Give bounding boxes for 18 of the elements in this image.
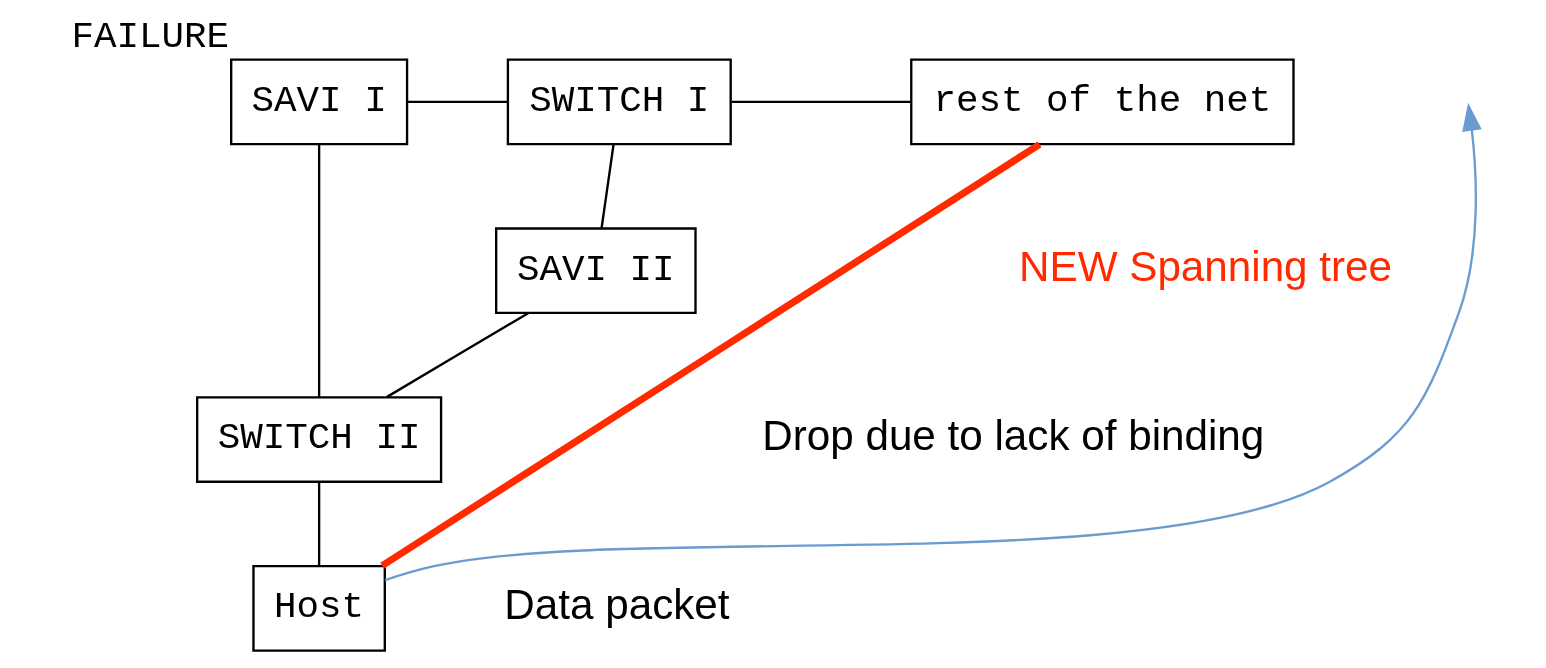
node-box: SWITCH I [506, 58, 732, 146]
connector [600, 144, 615, 229]
connector [317, 482, 321, 566]
label: NEW Spanning tree [1019, 243, 1393, 290]
label: Data packet [504, 580, 730, 628]
node-box: Host [252, 565, 386, 652]
connector [731, 100, 912, 103]
connector [386, 312, 529, 398]
node-box: SAVI I [230, 58, 409, 146]
arrow [384, 102, 1482, 582]
node-box: rest of the net [910, 58, 1295, 146]
node-box: SAVI II [495, 227, 697, 315]
node-label: FAILURE [71, 16, 230, 59]
connector [317, 144, 321, 397]
connector [407, 100, 508, 103]
label: Drop due to lack of binding [762, 411, 1265, 459]
connector [380, 141, 1042, 569]
node-box: SWITCH II [196, 396, 443, 483]
